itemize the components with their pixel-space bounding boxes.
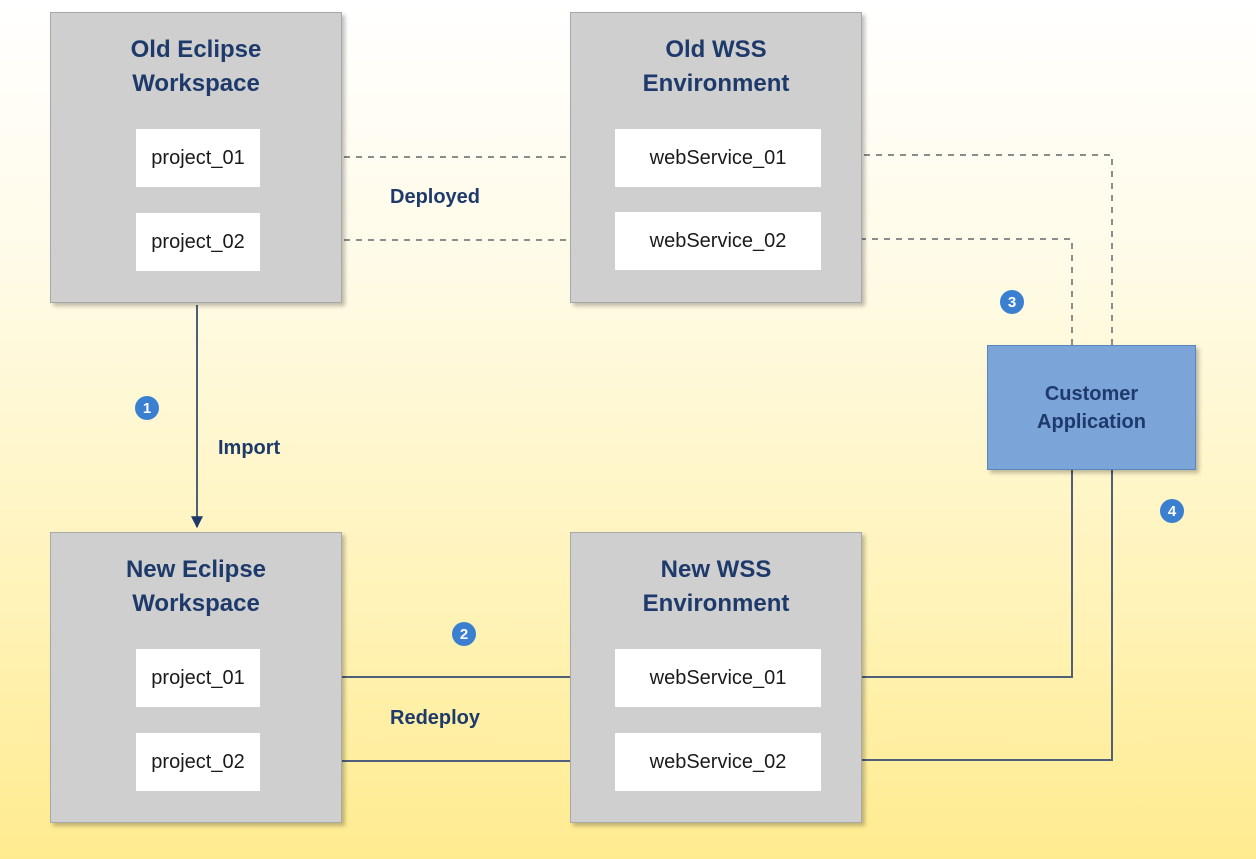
old-eclipse-workspace-panel: Old Eclipse Workspace project_01 project… bbox=[50, 12, 342, 303]
step-badge-4: 4 bbox=[1160, 499, 1184, 523]
new-eclipse-workspace-panel: New Eclipse Workspace project_01 project… bbox=[50, 532, 342, 823]
new-workspace-project-02[interactable]: project_02 bbox=[136, 733, 260, 791]
panel-title: New WSS Environment bbox=[642, 556, 790, 617]
new-workspace-project-01[interactable]: project_01 bbox=[136, 649, 260, 707]
deployed-label: Deployed bbox=[390, 186, 481, 208]
old-workspace-project-02[interactable]: project_02 bbox=[136, 213, 260, 271]
new-wss-environment-panel: New WSS Environment webService_01 webSer… bbox=[570, 532, 862, 823]
step-badge-2: 2 bbox=[452, 622, 476, 646]
old-workspace-project-01[interactable]: project_01 bbox=[136, 129, 260, 187]
new-connection-webservice-01 bbox=[821, 470, 1073, 683]
old-wss-webservice-02[interactable]: webService_02 bbox=[615, 212, 821, 270]
customer-application-box[interactable]: Customer Application bbox=[987, 345, 1196, 470]
new-wss-webservice-01[interactable]: webService_01 bbox=[615, 649, 821, 707]
panel-title: Old WSS Environment bbox=[642, 36, 790, 97]
old-wss-webservice-01[interactable]: webService_01 bbox=[615, 129, 821, 187]
panel-title: New Eclipse Workspace bbox=[125, 556, 267, 617]
new-connection-webservice-02 bbox=[821, 470, 1113, 766]
step-badge-1: 1 bbox=[135, 396, 159, 420]
panel-title: Old Eclipse Workspace bbox=[130, 36, 262, 97]
redeploy-label: Redeploy bbox=[390, 707, 481, 729]
step-badge-3: 3 bbox=[1000, 290, 1024, 314]
import-label: Import bbox=[218, 437, 281, 459]
old-wss-environment-panel: Old WSS Environment webService_01 webSer… bbox=[570, 12, 862, 303]
old-connection-webservice-01 bbox=[821, 149, 1113, 345]
new-wss-webservice-02[interactable]: webService_02 bbox=[615, 733, 821, 791]
